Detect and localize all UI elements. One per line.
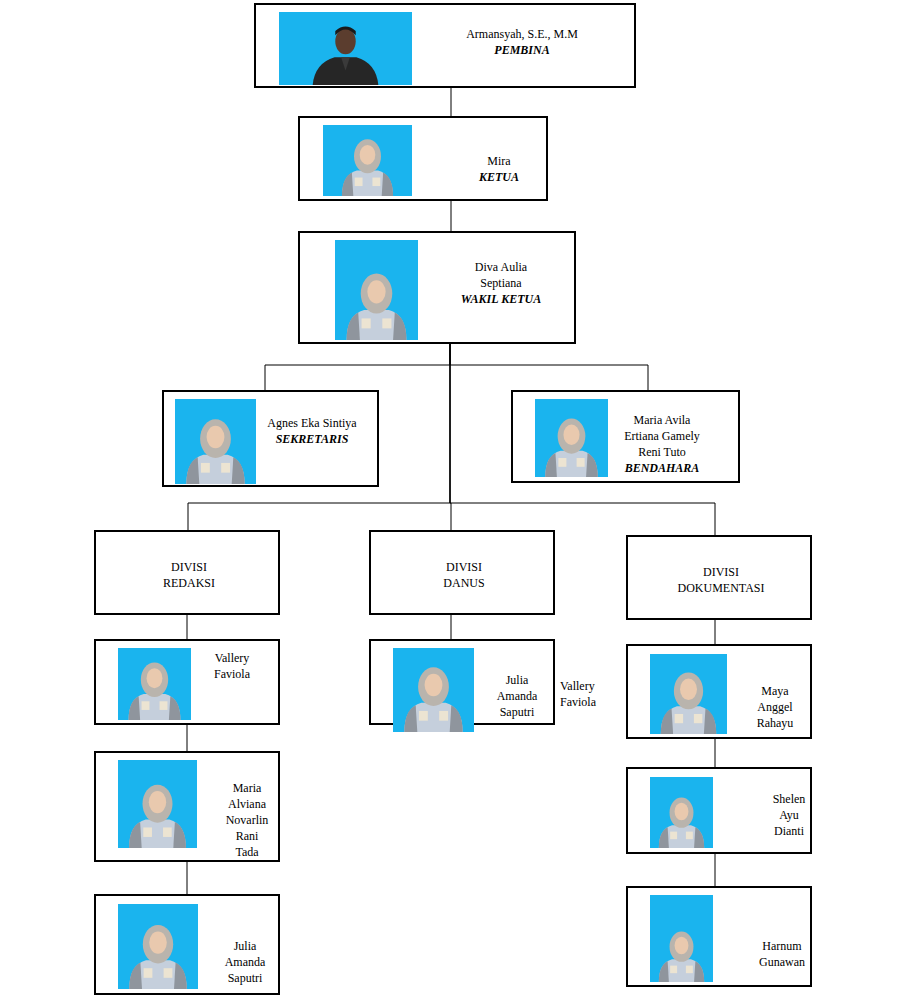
text-group: Vallery Faviola (210, 650, 255, 682)
org-connector (715, 854, 716, 886)
text-group: Shelen Ayu Dianti (769, 791, 809, 839)
person-silhouette (335, 240, 418, 340)
member-photo (118, 760, 197, 848)
member-photo (650, 895, 713, 982)
member-photo (650, 777, 713, 848)
member-name: DIVISI DANUS (434, 559, 494, 591)
org-connector (450, 344, 648, 390)
member-photo (279, 12, 412, 85)
text-group: MiraKETUA (459, 153, 539, 185)
person-silhouette (650, 654, 727, 734)
text-group: DIVISI DANUS (434, 559, 494, 591)
member-photo (650, 654, 727, 734)
org-connector (451, 615, 452, 639)
person-silhouette (535, 399, 608, 477)
org-connector (451, 88, 452, 116)
member-name: Maya Anggel Rahayu (753, 683, 798, 731)
member-name: Julia Amanda Saputri (220, 938, 270, 986)
member-box: Julia Amanda Saputri (94, 894, 280, 995)
text-group: Maria Alviana Novarlin Rani Tada (223, 780, 271, 860)
member-name: Armansyah, S.E., M.M (442, 26, 602, 42)
text-group: DIVISI REDAKSI (159, 559, 219, 591)
org-connector (187, 615, 188, 639)
text-group: DIVISI DOKUMENTASI (671, 564, 771, 596)
member-box: Maya Anggel Rahayu (626, 644, 812, 739)
member-name: Maria Avila Ertiana Gamely Reni Tuto (618, 412, 706, 460)
member-box: Armansyah, S.E., M.MPEMBINA (254, 3, 636, 88)
member-photo (118, 648, 191, 720)
text-group: Julia Amanda Saputri (492, 672, 542, 720)
member-photo (335, 240, 418, 340)
division-box: DIVISI DANUS (369, 530, 555, 615)
member-box: Vallery Faviola (94, 639, 280, 725)
member-box: Shelen Ayu Dianti (626, 767, 812, 854)
person-silhouette (175, 399, 256, 484)
person-silhouette (393, 648, 474, 732)
role-title: PEMBINA (494, 42, 549, 58)
member-photo (323, 125, 412, 196)
member-box: MiraKETUA (298, 116, 548, 201)
role-title: KETUA (479, 169, 519, 185)
member-box: Diva Aulia SeptianaWAKIL KETUA (298, 231, 576, 344)
division-box: DIVISI DOKUMENTASI (626, 535, 812, 620)
member-photo (118, 904, 198, 989)
org-connector (265, 344, 450, 390)
org-connector (715, 620, 716, 644)
org-connector (188, 344, 450, 530)
org-connector (187, 862, 188, 894)
person-silhouette (650, 895, 713, 982)
role-title: SEKRETARIS (276, 431, 349, 447)
member-photo (535, 399, 608, 477)
member-box: Agnes Eka SintiyaSEKRETARIS (162, 390, 379, 487)
text-group: Harnum Gunawan (755, 938, 810, 970)
member-box: Maria Avila Ertiana Gamely Reni TutoBEND… (511, 390, 740, 483)
person-silhouette (118, 648, 191, 720)
text-group: Maria Avila Ertiana Gamely Reni TutoBEND… (618, 412, 706, 476)
member-name: DIVISI REDAKSI (159, 559, 219, 591)
org-connector (451, 201, 452, 231)
person-silhouette (323, 125, 412, 196)
member-name: Maria Alviana Novarlin Rani Tada (223, 780, 271, 860)
person-silhouette (279, 12, 412, 85)
text-group: Julia Amanda Saputri (220, 938, 270, 986)
member-box: Maria Alviana Novarlin Rani Tada (94, 751, 280, 862)
member-name: Diva Aulia Septiana (471, 259, 531, 291)
side-note: Vallery Faviola (560, 678, 605, 710)
org-connector (187, 725, 188, 751)
org-connector (450, 344, 715, 535)
member-box: Julia Amanda Saputri (369, 639, 555, 725)
text-group: Diva Aulia SeptianaWAKIL KETUA (461, 259, 541, 307)
role-title: BENDAHARA (625, 460, 700, 476)
text-group: Armansyah, S.E., M.MPEMBINA (442, 26, 602, 58)
role-title: WAKIL KETUA (461, 291, 541, 307)
member-name: Agnes Eka Sintiya (252, 415, 372, 431)
member-name: Mira (459, 153, 539, 169)
member-name: Julia Amanda Saputri (492, 672, 542, 720)
org-connector (715, 739, 716, 767)
person-silhouette (118, 760, 197, 848)
text-group: Agnes Eka SintiyaSEKRETARIS (252, 415, 372, 447)
member-name: DIVISI DOKUMENTASI (671, 564, 771, 596)
member-box: Harnum Gunawan (626, 886, 812, 987)
person-silhouette (118, 904, 198, 989)
member-name: Shelen Ayu Dianti (769, 791, 809, 839)
member-name: Vallery Faviola (210, 650, 255, 682)
division-box: DIVISI REDAKSI (94, 530, 280, 615)
member-photo (393, 648, 474, 732)
member-photo (175, 399, 256, 484)
member-name: Harnum Gunawan (755, 938, 810, 970)
person-silhouette (650, 777, 713, 848)
text-group: Maya Anggel Rahayu (753, 683, 798, 731)
